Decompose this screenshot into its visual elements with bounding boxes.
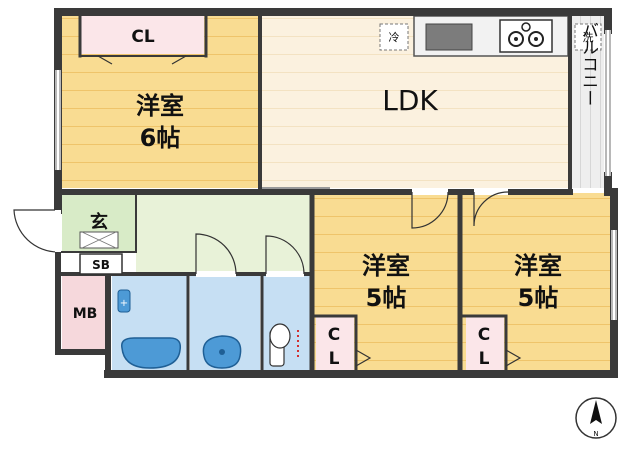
closet-b-label-l: L bbox=[479, 349, 490, 369]
north-compass-icon: N bbox=[575, 397, 617, 439]
stove-icon bbox=[499, 19, 553, 53]
western-room-5a-name: 洋室 bbox=[362, 252, 410, 280]
fridge-space bbox=[379, 23, 409, 51]
western-room-6-name: 洋室 bbox=[136, 92, 184, 120]
hallway-floor bbox=[136, 193, 310, 273]
closet-top-label: CL bbox=[131, 27, 154, 47]
windows bbox=[55, 30, 617, 320]
mb-cabinet bbox=[62, 276, 108, 350]
closet-top-fill bbox=[80, 16, 204, 54]
closet-b-label-c: C bbox=[478, 325, 490, 345]
kitchen-counter bbox=[413, 15, 569, 57]
laundry-label: 洗 bbox=[583, 31, 594, 44]
shoe-box bbox=[79, 231, 123, 275]
svg-text:+: + bbox=[120, 298, 128, 309]
sb-label: SB bbox=[92, 258, 110, 272]
closet-a-label-l: L bbox=[329, 349, 340, 369]
western-room-5b-size: 5帖 bbox=[518, 284, 559, 312]
western-room-5a-size: 5帖 bbox=[366, 284, 407, 312]
closet-a-label-c: C bbox=[328, 325, 340, 345]
doors bbox=[13, 55, 522, 367]
fridge-label: 冷 bbox=[389, 31, 400, 44]
closet-b-fill bbox=[466, 316, 504, 372]
mb-label: MB bbox=[73, 306, 98, 322]
washbasin-icon bbox=[202, 335, 242, 369]
balcony-label: バルコニー bbox=[578, 22, 598, 107]
western-room-6-size: 6帖 bbox=[140, 124, 181, 152]
western-room-5b-name: 洋室 bbox=[514, 252, 562, 280]
ldk-label: LDK bbox=[382, 84, 438, 117]
closet-a-fill bbox=[316, 316, 354, 372]
sink bbox=[425, 23, 473, 51]
toilet-icon bbox=[269, 323, 299, 367]
bathtub-icon: + bbox=[117, 289, 182, 369]
genkan-label: 玄 bbox=[90, 211, 108, 233]
north-label: N bbox=[593, 430, 598, 438]
laundry-space bbox=[574, 23, 602, 51]
